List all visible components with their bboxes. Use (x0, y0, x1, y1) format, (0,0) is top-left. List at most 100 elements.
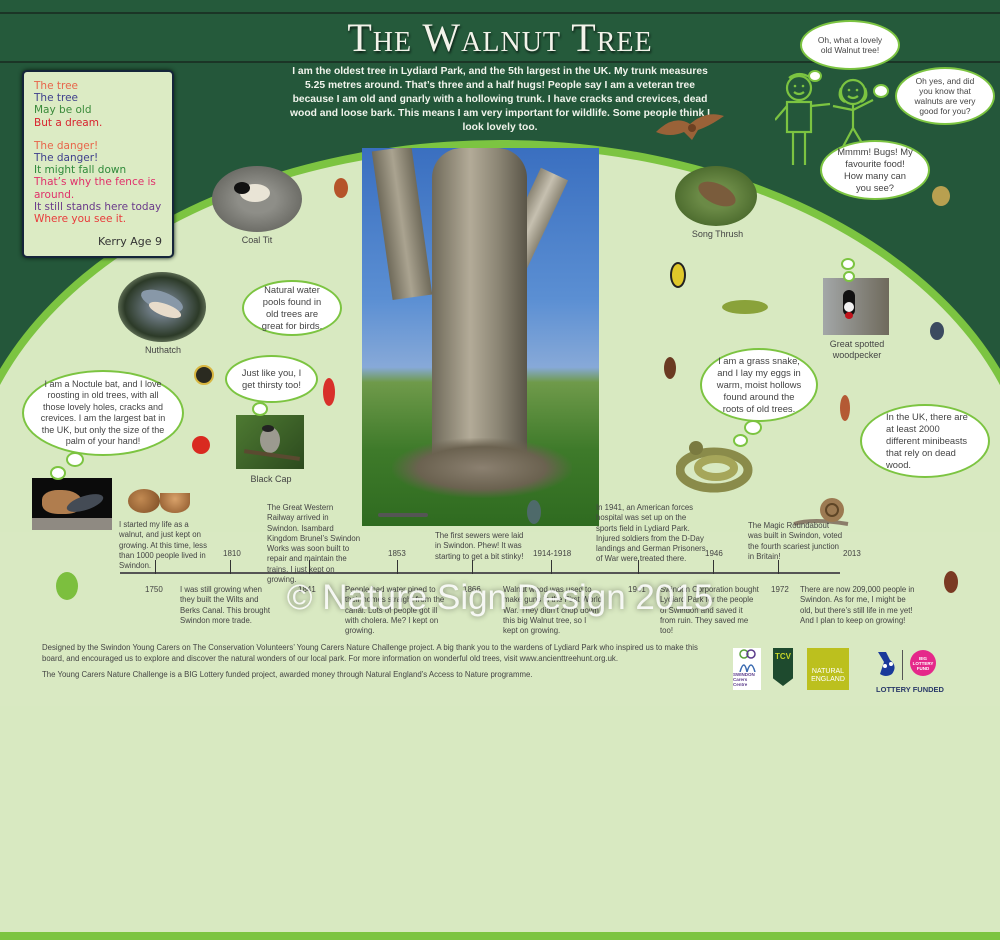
speech-bubble-girl: Oh yes, and did you know that walnuts ar… (895, 67, 995, 125)
speech-bubble-minibeasts: In the UK, there are at least 2000 diffe… (860, 404, 990, 478)
timeline-tick (397, 560, 398, 574)
speech-bubble-boy: Oh, what a lovely old Walnut tree! (800, 20, 900, 70)
poem-line: It might fall down (34, 164, 127, 177)
millipede-icon (378, 513, 428, 517)
bubble-puff (843, 271, 855, 282)
timeline-tick (155, 560, 156, 574)
woodpecker-photo (823, 278, 889, 335)
timeline-tick (472, 560, 473, 574)
tcv-logo: TCV (773, 648, 793, 686)
coal-tit-photo (212, 166, 302, 232)
lottery-funded-label: LOTTERY FUNDED (876, 685, 944, 694)
title-rule-bottom (0, 61, 1000, 63)
big-lottery-fund-logo: BIG LOTTERY FUND (910, 650, 936, 676)
timeline-tick (638, 560, 639, 574)
walnut-tree-photo (362, 148, 599, 526)
timeline-year: 1972 (771, 585, 789, 594)
kestrel-icon (656, 114, 724, 140)
poem-line: The danger! (34, 139, 99, 152)
natural-england-logo: NATURAL ENGLAND (807, 648, 849, 690)
bubble-puff (733, 434, 748, 447)
beetle-icon (944, 571, 958, 593)
bubble-puff (841, 258, 855, 270)
copyright-watermark: © Nature Sign Design 2015 (286, 578, 714, 617)
timeline-event-1853: People had water piped to their homes st… (345, 585, 445, 636)
poem-line: But a dream. (34, 116, 103, 129)
timeline-year: 1841 (298, 585, 316, 594)
timeline-year: 1941 (628, 585, 646, 594)
timeline-year: 2013 (843, 549, 861, 558)
national-lottery-hand-icon (878, 652, 895, 676)
poem-author: Kerry Age 9 (97, 234, 162, 248)
timeline-event-1946: Swindon Corporation bought Lydiard Park … (660, 585, 759, 636)
caption-black-cap: Black Cap (250, 474, 292, 484)
timeline-event-1972: The Magic Roundabout was built in Swindo… (748, 521, 843, 561)
timeline-event-1941: In 1941, an American forces hospital was… (596, 503, 706, 564)
credits: Designed by the Swindon Young Carers on … (42, 643, 702, 681)
poem-card: The tree The tree May be old But a dream… (22, 70, 174, 258)
cardinal-beetle-icon (840, 395, 850, 421)
caption-nuthatch: Nuthatch (144, 345, 182, 355)
timeline-year: 1866 (463, 585, 481, 594)
bubble-puff (873, 84, 889, 98)
timeline-year: 1946 (705, 549, 723, 558)
timeline-tick (309, 560, 310, 574)
bumblebee-icon (194, 365, 214, 385)
ladybird-icon (192, 436, 210, 454)
page-title: The Walnut Tree (347, 15, 653, 60)
walnut-icon (128, 489, 160, 513)
black-cap-photo (236, 415, 304, 469)
bee-icon (932, 186, 950, 206)
poem-line: The danger! (34, 152, 99, 165)
stick-children-icon (775, 72, 874, 165)
poem-line: The tree (34, 92, 78, 105)
nuthatch-photo (118, 272, 206, 342)
bubble-puff (252, 402, 268, 416)
speech-bubble-woodpecker: Mmmm! Bugs! My favourite food! How many … (820, 140, 930, 200)
walnut-shell-icon (160, 493, 190, 513)
timeline-tick (778, 560, 779, 574)
caption-woodpecker: Great spotted woodpecker (829, 339, 885, 360)
timeline-event-1750: I started my life as a walnut, and just … (119, 520, 207, 571)
fly-icon (930, 322, 944, 340)
timeline-year: 1914-1918 (533, 549, 572, 558)
swindon-carers-logo: SWINDON Carers Centre (733, 648, 761, 690)
grasshopper-icon (722, 300, 768, 314)
bubble-puff (66, 452, 84, 467)
speech-bubble-black-cap: Just like you, I get thirsty too! (225, 355, 318, 403)
timeline-event-1914-1918: Walnut wood was used to make guns in the… (503, 585, 603, 636)
red-beetle-icon (323, 378, 335, 406)
shield-bug-icon (56, 572, 78, 600)
caption-song-thrush: Song Thrush (691, 229, 744, 239)
speech-bubble-bat: I am a Noctule bat, and I love roosting … (22, 370, 184, 456)
bubble-puff (808, 70, 822, 82)
timeline-event-2013: There are now 209,000 people in Swindon.… (800, 585, 915, 625)
timeline-tick (551, 560, 552, 574)
logo-divider (902, 650, 903, 680)
wasp-icon (670, 262, 686, 288)
timeline-axis (120, 572, 840, 574)
timeline-tick (713, 560, 714, 574)
poem-line: May be old (34, 104, 92, 117)
timeline-year: 1853 (388, 549, 406, 558)
swindon-figures-icon (739, 649, 756, 672)
poem-line: It still stands here today (34, 200, 162, 213)
speech-bubble-grass-snake: I am a grass snake, and I lay my eggs in… (700, 348, 818, 422)
bubble-puff (744, 420, 762, 435)
timeline-year: 1810 (223, 549, 241, 558)
credits-line-1: Designed by the Swindon Young Carers on … (42, 643, 698, 663)
stag-beetle-icon (664, 357, 676, 379)
weevil-icon (527, 500, 541, 524)
grass-snake-icon (676, 441, 753, 493)
song-thrush-photo (675, 166, 757, 226)
timeline-event-1810: I was still growing when they built the … (180, 585, 270, 625)
timeline-tick (230, 560, 231, 574)
poem-line: That’s why the fence is around. (34, 176, 156, 201)
snail-icon (793, 498, 849, 526)
title-rule-top (0, 12, 1000, 14)
intro-text: I am the oldest tree in Lydiard Park, an… (290, 66, 710, 133)
poem-line: Where you see it. (34, 213, 127, 226)
hornet-icon (334, 178, 348, 198)
caption-coal-tit: Coal Tit (241, 235, 273, 245)
noctule-bat-photo (32, 478, 112, 530)
